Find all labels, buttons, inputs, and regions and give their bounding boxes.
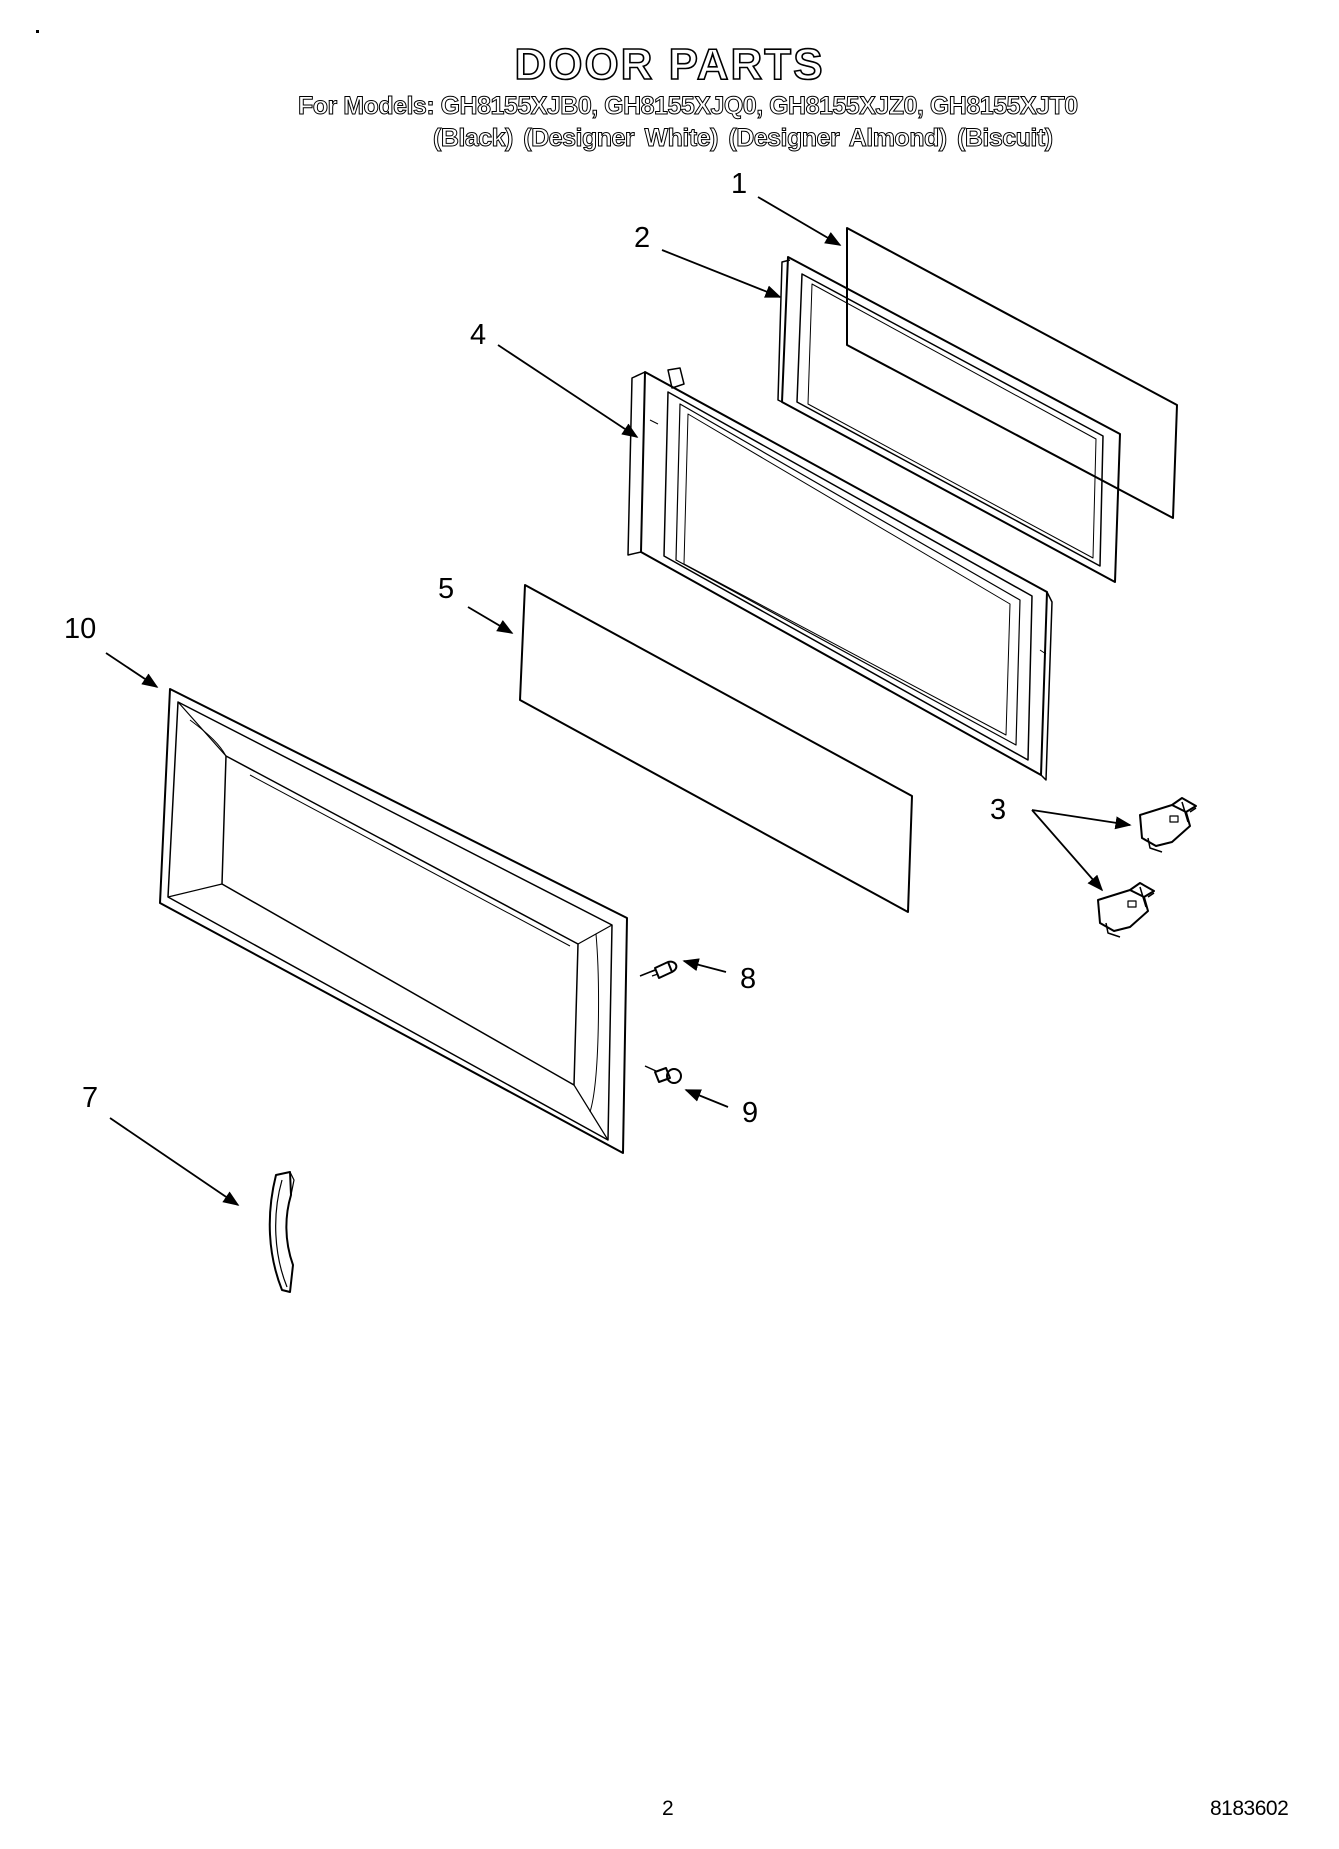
part-2-gasket-frame (777, 256, 1121, 583)
leader-4 (497, 344, 639, 438)
leader-8 (682, 958, 727, 973)
leader-5 (467, 606, 514, 634)
callout-2: 2 (634, 222, 651, 254)
leader-arrows (105, 196, 1132, 1206)
part-3-latch-lower (1097, 882, 1155, 938)
part-9-screw (644, 1065, 682, 1084)
part-4-inner-door-panel (627, 367, 1053, 781)
models-line: For Models: GH8155XJB0, GH8155XJQ0, GH81… (298, 92, 1079, 121)
part-7-handle (268, 1171, 295, 1293)
callout-9: 9 (742, 1097, 759, 1129)
part-8-screw (639, 960, 678, 979)
part-3-latch-upper (1139, 797, 1197, 853)
scan-speck (36, 30, 39, 33)
document-number: 8183602 (1210, 1797, 1289, 1820)
leader-3b (1031, 809, 1104, 892)
page-title: DOOR PARTS (514, 39, 825, 90)
part-10-door-frame (159, 688, 628, 1154)
leader-3a (1031, 809, 1132, 830)
callout-1: 1 (731, 168, 748, 200)
leader-2 (661, 249, 782, 298)
page-number: 2 (662, 1797, 674, 1820)
callout-5: 5 (438, 573, 455, 605)
colors-line: (Black) (Designer White) (Designer Almon… (433, 124, 1054, 153)
callout-3: 3 (990, 794, 1007, 826)
callout-8: 8 (740, 963, 757, 995)
part-5-glass-panel (519, 584, 913, 913)
callout-10: 10 (64, 613, 97, 645)
callout-7: 7 (82, 1082, 99, 1114)
callout-4: 4 (470, 319, 487, 351)
part-1-outer-glass (846, 227, 1178, 519)
leader-1 (757, 196, 842, 246)
leader-9 (684, 1089, 729, 1108)
leader-7 (109, 1117, 240, 1206)
leader-10 (105, 652, 159, 688)
